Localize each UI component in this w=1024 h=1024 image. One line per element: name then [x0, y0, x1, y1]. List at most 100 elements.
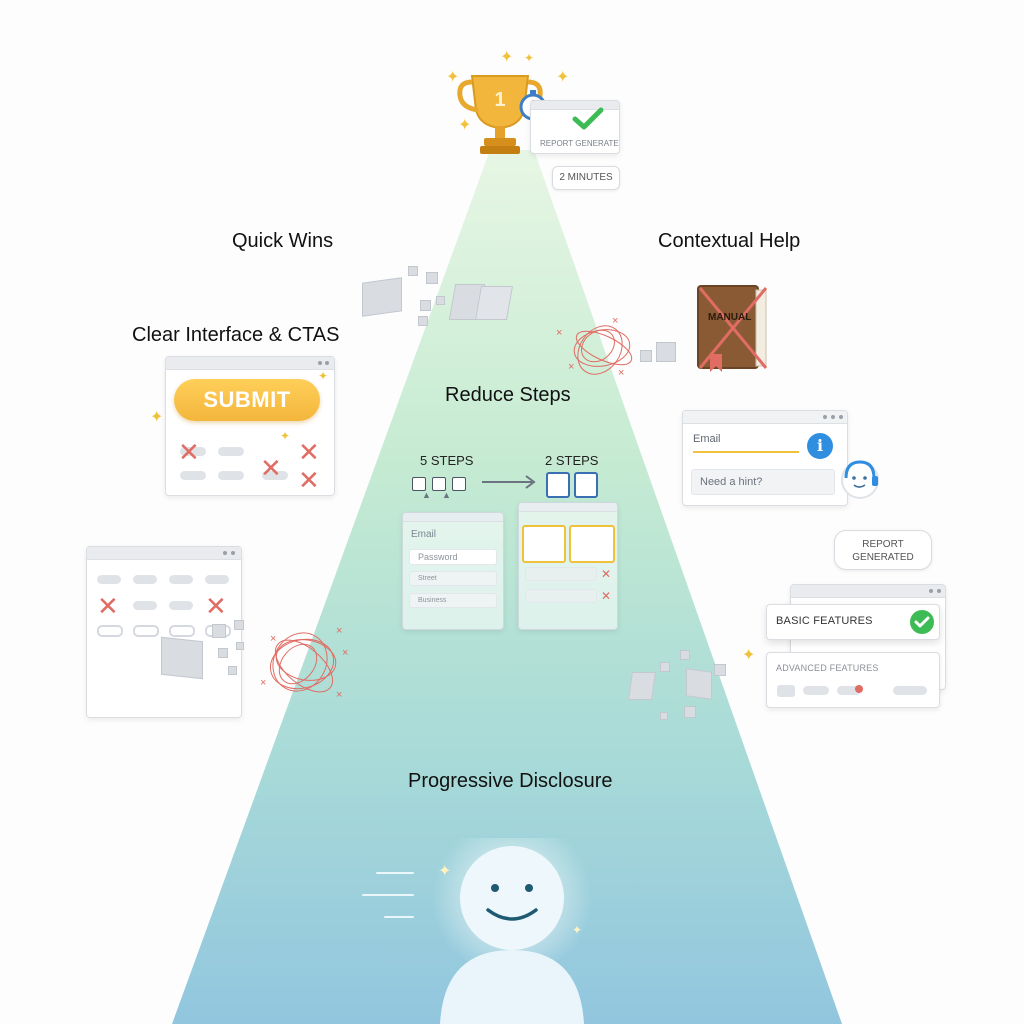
advanced-features-label: ADVANCED FEATURES	[776, 663, 879, 673]
debris-cube	[212, 624, 226, 638]
long-form-window: Email Password Street Business	[402, 512, 504, 630]
label-reduce-steps: Reduce Steps	[445, 384, 571, 406]
debris-cube	[228, 666, 237, 675]
debris-cube	[660, 712, 668, 720]
info-icon[interactable]: i	[807, 433, 833, 459]
label-clear-interface: Clear Interface & CTAS	[132, 324, 340, 346]
svg-text:×: ×	[568, 361, 574, 373]
debris-cube	[408, 266, 418, 276]
arrow-up-icon: ▲	[422, 490, 431, 500]
debris-cube	[218, 648, 228, 658]
x-icon: ✕	[601, 589, 612, 603]
debris-cube	[234, 620, 244, 630]
hint-input[interactable]: Need a hint?	[691, 469, 835, 495]
step-box	[452, 477, 466, 491]
svg-text:1: 1	[494, 89, 505, 111]
debris-cube	[236, 642, 244, 650]
advanced-features-card[interactable]: ADVANCED FEATURES	[766, 652, 940, 708]
speed-line	[376, 872, 414, 874]
debris-cube	[628, 672, 656, 700]
status-dot	[855, 685, 863, 693]
report-generated-text: REPORT GENERATED	[540, 139, 620, 148]
form-card	[522, 525, 566, 563]
x-icon: ✕	[205, 591, 227, 621]
basic-features-label: BASIC FEATURES	[776, 615, 873, 627]
step-box	[432, 477, 446, 491]
time-badge: 2 MINUTES	[552, 166, 620, 190]
submit-button[interactable]: SUBMIT	[174, 379, 320, 421]
sparkle-icon: ✦	[318, 369, 329, 383]
sparkle-icon: ✦	[500, 49, 514, 66]
manual-book-icon	[697, 285, 768, 372]
x-icon: ✕	[298, 437, 320, 467]
svg-text:×: ×	[336, 625, 342, 637]
step-box	[412, 477, 426, 491]
email-field-label: Email	[411, 529, 437, 540]
debris-cube	[686, 668, 712, 700]
smiley-user-icon	[432, 838, 592, 1024]
x-icon: ✕	[601, 567, 612, 581]
arrow-right-icon	[482, 475, 536, 489]
sparkle-icon: ✦	[458, 117, 472, 134]
clear-interface-window: SUBMIT ✕ ✕ ✕ ✕	[165, 356, 335, 496]
sparkle-icon: ✦	[438, 863, 452, 880]
debris-cube	[656, 342, 676, 362]
svg-text:×: ×	[270, 633, 276, 645]
form-card	[569, 525, 615, 563]
checkmark-icon	[910, 610, 934, 634]
manual-label: MANUAL	[708, 312, 752, 323]
checkmark-icon	[572, 107, 604, 130]
scribble-icon: × × × × ×	[260, 625, 348, 701]
sparkle-icon: ✦	[150, 409, 164, 426]
headset-bot-icon	[841, 460, 879, 499]
business-field[interactable]: Business	[409, 593, 497, 608]
sparkle-icon: ✦	[524, 51, 535, 65]
scribble-icon: × × × ×	[556, 315, 633, 379]
svg-text:×: ×	[612, 315, 618, 327]
sparkle-icon: ✦	[742, 647, 756, 664]
short-form-window: ✕ ✕	[518, 502, 618, 630]
arrow-up-icon: ▲	[442, 490, 451, 500]
speed-line	[362, 894, 414, 896]
step-box	[574, 472, 598, 498]
debris-cube	[475, 286, 513, 320]
debris-cube	[418, 316, 428, 326]
two-steps-label: 2 STEPS	[545, 453, 599, 468]
short-field[interactable]	[525, 589, 597, 603]
debris-cube	[161, 636, 203, 680]
svg-text:×: ×	[336, 689, 342, 701]
sparkle-icon: ✦	[280, 429, 291, 443]
debris-cube	[426, 272, 438, 284]
debris-cube	[680, 650, 690, 660]
sparkle-icon: ✦	[556, 69, 570, 86]
email-label: Email	[693, 433, 721, 445]
short-field[interactable]	[525, 567, 597, 581]
contextual-help-window: Email i Need a hint?	[682, 410, 848, 506]
debris-cube	[420, 300, 431, 311]
svg-text:×: ×	[556, 327, 562, 339]
debris-cube	[684, 706, 696, 718]
five-steps-label: 5 STEPS	[420, 453, 474, 468]
svg-text:×: ×	[260, 677, 266, 689]
debris-cube	[362, 277, 402, 317]
debris-cube	[714, 664, 726, 676]
sparkle-icon: ✦	[446, 69, 460, 86]
basic-features-card[interactable]: BASIC FEATURES	[766, 604, 940, 640]
password-field[interactable]: Password	[409, 549, 497, 565]
svg-text:×: ×	[618, 367, 624, 379]
label-contextual-help: Contextual Help	[658, 230, 801, 252]
debris-cube	[640, 350, 652, 362]
street-field[interactable]: Street	[409, 571, 497, 586]
report-card: REPORT GENERATED	[530, 100, 620, 154]
x-icon: ✕	[97, 591, 119, 621]
x-icon: ✕	[178, 437, 200, 467]
label-quick-wins: Quick Wins	[232, 230, 334, 252]
step-box	[546, 472, 570, 498]
x-icon: ✕	[298, 465, 320, 495]
debris-cube	[436, 296, 445, 305]
email-input-underline[interactable]	[693, 451, 799, 453]
toggle-icon[interactable]	[777, 685, 795, 697]
report-bubble: REPORT GENERATED	[834, 530, 932, 570]
label-progressive-disclosure: Progressive Disclosure	[408, 770, 613, 792]
